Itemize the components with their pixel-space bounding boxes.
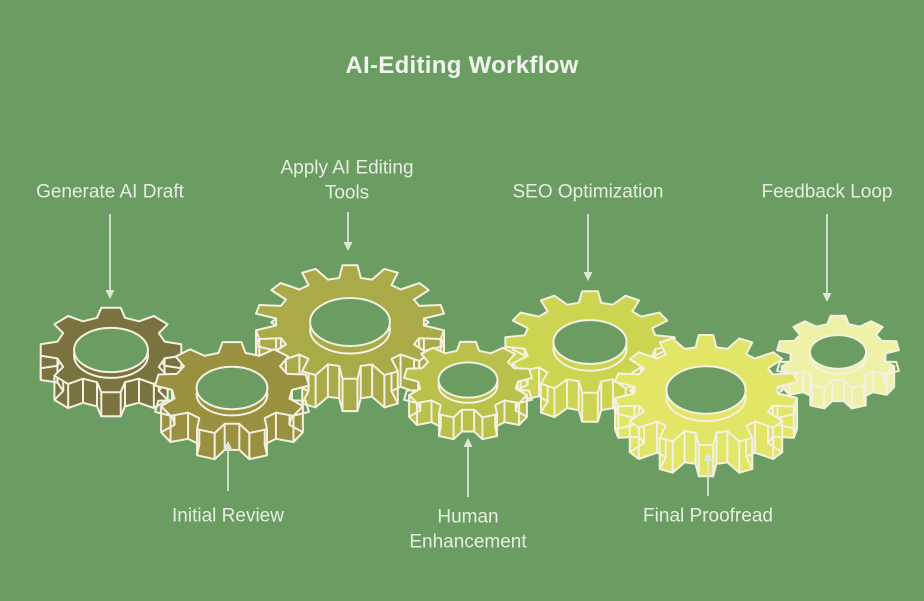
label-human-enhancement: Human Enhancement	[409, 506, 527, 553]
arrow-final-proofread	[703, 452, 713, 496]
diagram-title: AI-Editing Workflow	[345, 52, 579, 79]
arrow-feedback-loop	[822, 214, 832, 302]
label-feedback-loop: Feedback Loop	[761, 181, 893, 203]
label-apply-ai-editing-tools: Apply AI Editing Tools	[280, 157, 414, 204]
arrow-seo-optimization	[583, 214, 593, 281]
label-generate-ai-draft: Generate AI Draft	[36, 181, 184, 203]
arrow-apply-ai-editing-tools	[343, 212, 353, 251]
label-initial-review: Initial Review	[172, 505, 284, 527]
gear-feedback-loop	[776, 314, 900, 410]
arrow-initial-review	[223, 441, 233, 491]
arrow-human-enhancement	[463, 438, 473, 497]
gear-human-enhancement	[403, 340, 533, 441]
label-seo-optimization: SEO Optimization	[512, 181, 664, 203]
gear-final-proofread	[613, 334, 799, 478]
arrow-generate-ai-draft	[105, 214, 115, 299]
label-final-proofread: Final Proofread	[643, 505, 773, 527]
gear-initial-review	[154, 341, 310, 461]
